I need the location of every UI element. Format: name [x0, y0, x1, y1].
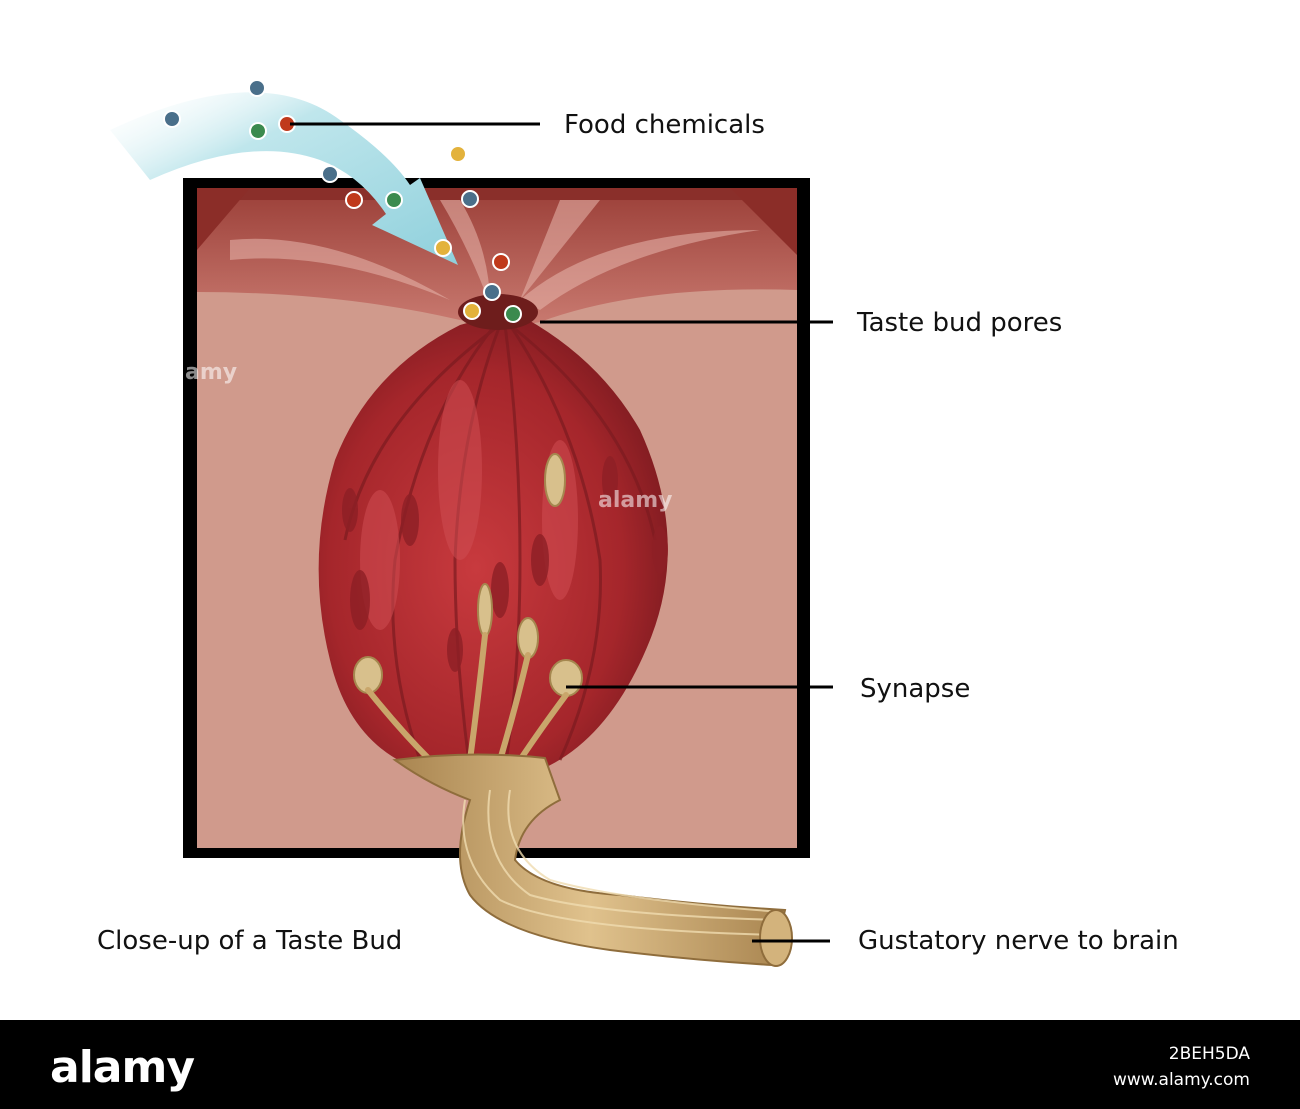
label-taste-bud-pores: Taste bud pores	[857, 310, 1062, 336]
synapse-bulb	[518, 618, 538, 658]
alamy-logo: alamy	[50, 1042, 194, 1093]
synapse-bulb	[545, 454, 565, 506]
diagram-caption: Close-up of a Taste Bud	[97, 928, 402, 954]
label-gustatory-nerve: Gustatory nerve to brain	[858, 928, 1179, 954]
nerve-end	[760, 910, 792, 966]
image-id: 2BEH5DA	[1169, 1044, 1250, 1064]
watermark-mark: alamy	[598, 488, 673, 513]
label-food-chemicals: Food chemicals	[564, 112, 765, 138]
synapse-bulb	[478, 584, 492, 636]
taste-bud-diagram: amy alamy Food chemicals Taste bud pores…	[0, 0, 1300, 1020]
watermark-mark: amy	[185, 360, 237, 385]
source-url: www.alamy.com	[1113, 1070, 1250, 1090]
label-synapse: Synapse	[860, 676, 970, 702]
synapse-bulb	[550, 660, 582, 696]
watermark-footer: alamy 2BEH5DA www.alamy.com	[0, 1020, 1300, 1109]
